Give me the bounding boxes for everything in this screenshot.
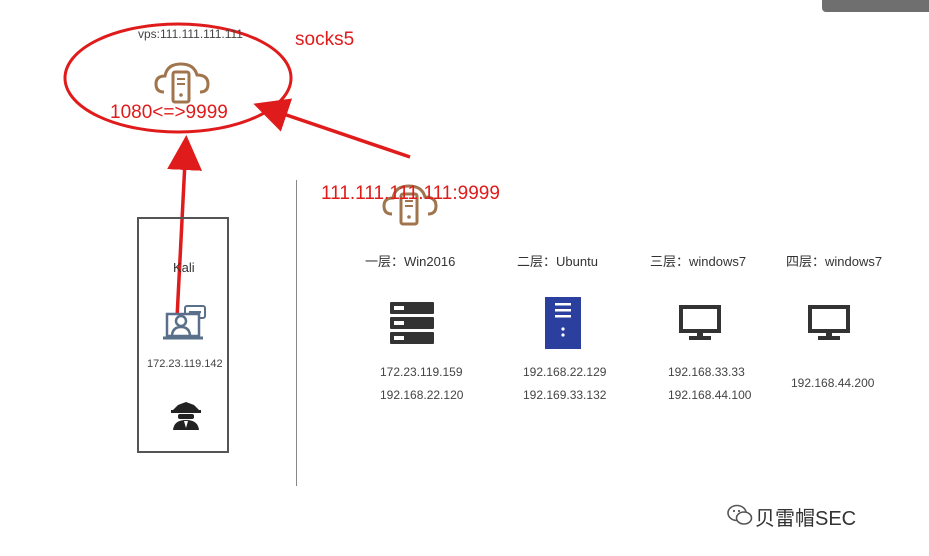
network-divider — [296, 180, 297, 486]
cloud-server-icon — [154, 62, 210, 104]
hacker-workstation-icon — [163, 305, 206, 340]
host-title: 三层：windows7 — [650, 254, 747, 269]
host-title: 四层：windows7 — [786, 254, 883, 269]
host-title: 一层：Win2016 — [365, 254, 456, 269]
watermark-text: 贝雷帽SEC — [755, 508, 857, 530]
vps-highlight-ellipse — [63, 22, 293, 134]
remote-endpoint-label: 111.111.111.111:9999 — [321, 183, 500, 204]
server-rack-icon — [390, 302, 434, 344]
host-ip: 192.168.44.100 — [668, 388, 752, 402]
host-ip: 192.168.44.200 — [791, 376, 875, 390]
host-ip: 192.168.22.120 — [380, 388, 464, 402]
window-corner — [822, 0, 929, 12]
spy-icon — [171, 402, 201, 430]
monitor-icon — [808, 305, 850, 340]
host-ip: 192.169.33.132 — [523, 388, 607, 402]
kali-to-vps-arrow — [167, 135, 203, 319]
socks5-label: socks5 — [295, 29, 355, 50]
cloud-server-icon — [382, 184, 438, 226]
host-title: 二层：Ubuntu — [517, 254, 598, 269]
host-ip: 192.168.22.129 — [523, 365, 607, 379]
port-mapping-label: 1080<=>9999 — [110, 102, 228, 123]
monitor-icon — [679, 305, 721, 340]
attacker-name: Kali — [173, 260, 195, 275]
server-tower-icon — [545, 297, 581, 349]
host-ip: 192.168.33.33 — [668, 365, 745, 379]
wechat-icon — [727, 504, 753, 525]
attacker-ip: 172.23.119.142 — [147, 358, 223, 370]
vps-title: vps:111.111.111.111 — [138, 27, 243, 41]
host-ip: 172.23.119.159 — [380, 365, 463, 379]
attacker-box — [137, 217, 229, 453]
endpoint-to-vps-arrow — [253, 98, 411, 159]
